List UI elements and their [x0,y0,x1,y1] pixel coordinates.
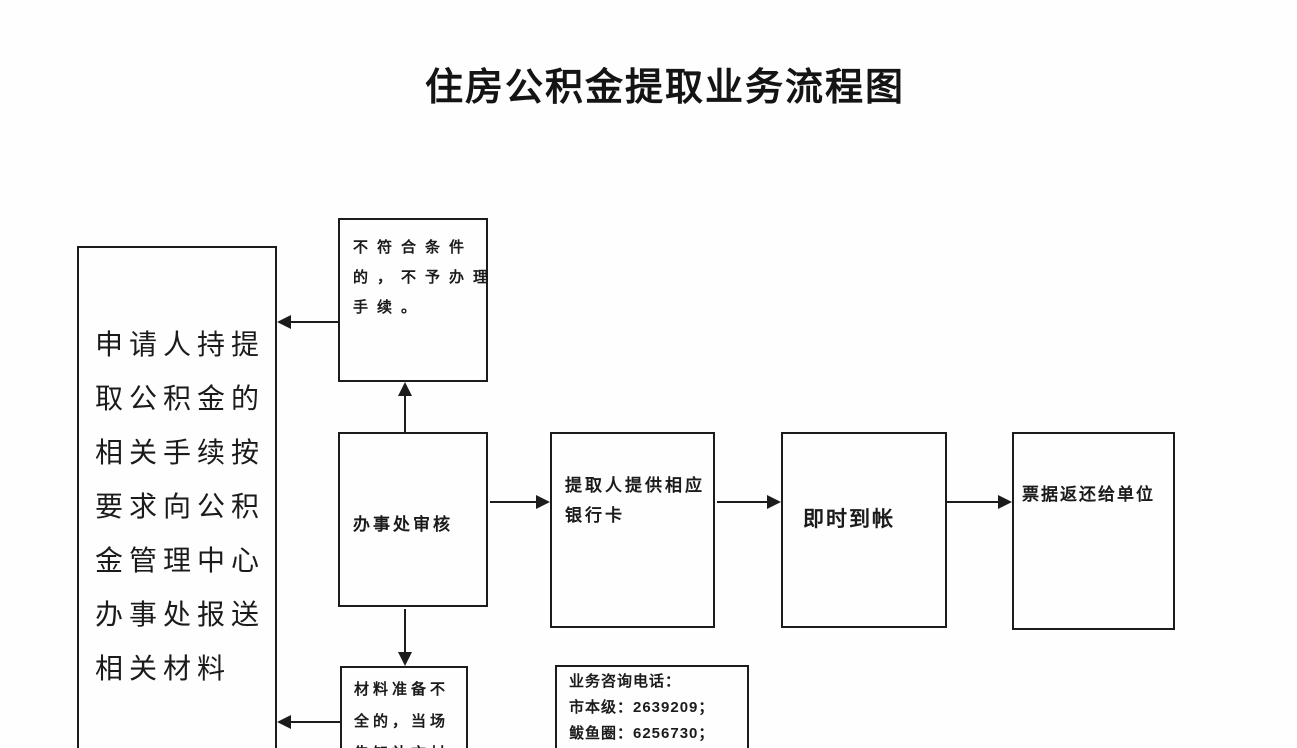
arrow-head-left-icon [277,715,291,729]
arrow-head-down-icon [398,652,412,666]
arrow-head-left-icon [277,315,291,329]
flow-node-reject-label: 不符合条件 的，不予办理 手续。 [353,239,498,316]
arrow-head-right-icon [998,495,1012,509]
arrow-line-incomplete-to-applicant [290,721,340,723]
flow-node-incomplete-materials: 材料准备不 全的，当场 告知补充材 料 [340,666,468,748]
arrow-line-reject-to-applicant [290,321,338,323]
arrow-line-card-to-instant [717,501,768,503]
flow-node-receipt-return: 票据返还给单位 [1012,432,1175,630]
flow-node-reject: 不符合条件 的，不予办理 手续。 [338,218,488,382]
flow-node-receipt-return-label: 票据返还给单位 [1022,485,1155,504]
flow-node-incomplete-materials-label: 材料准备不 全的，当场 告知补充材 料 [354,681,450,748]
arrow-line-instant-to-receipt [947,501,999,503]
phone-info-box: 业务咨询电话： 市本级：2639209； 鲅鱼圈：6256730； [555,665,749,748]
flow-node-instant-arrival: 即时到帐 [781,432,947,628]
flow-node-bank-card-label: 提取人提供相应 银行卡 [565,476,705,525]
arrow-line-review-to-reject [404,393,406,432]
flow-node-applicant: 申请人持提 取公积金的 相关手续按 要求向公积 金管理中心 办事处报送 相关材料 [77,246,277,748]
phone-info-label: 业务咨询电话： 市本级：2639209； 鲅鱼圈：6256730； [569,673,715,742]
arrow-line-review-to-incomplete [404,609,406,653]
arrow-head-up-icon [398,382,412,396]
flow-node-instant-arrival-label: 即时到帐 [803,508,895,531]
page-title: 住房公积金提取业务流程图 [424,67,905,109]
flow-node-review: 办事处审核 [338,432,488,607]
arrow-head-right-icon [767,495,781,509]
arrow-head-right-icon [536,495,550,509]
flow-node-applicant-label: 申请人持提 取公积金的 相关手续按 要求向公积 金管理中心 办事处报送 相关材料 [95,329,266,684]
flow-node-bank-card: 提取人提供相应 银行卡 [550,432,715,628]
flow-node-review-label: 办事处审核 [353,515,453,534]
arrow-line-review-to-card [490,501,537,503]
